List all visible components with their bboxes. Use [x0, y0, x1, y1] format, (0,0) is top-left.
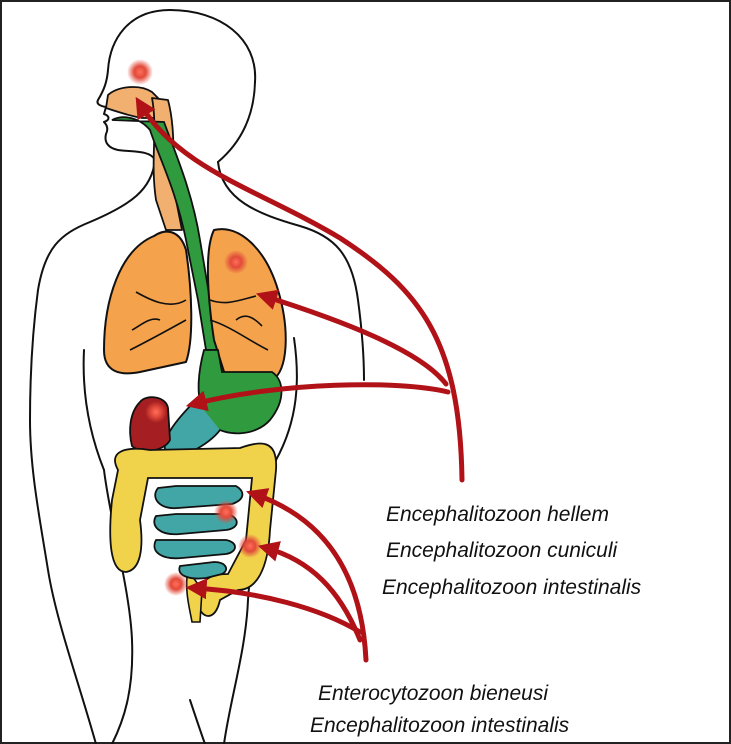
- infection-spot-liver: [145, 401, 167, 423]
- label-upper-1: Encephalitozoon hellem: [386, 504, 609, 525]
- infection-spot-colon: [238, 534, 262, 558]
- infection-spot-small-intestine: [214, 500, 238, 524]
- small-intestine: [154, 486, 242, 579]
- infection-spot-lung: [224, 250, 248, 274]
- infection-spot-rectum: [164, 572, 188, 596]
- label-upper-3: Encephalitozoon intestinalis: [382, 577, 641, 598]
- label-upper-2: Encephalitozoon cuniculi: [386, 540, 617, 561]
- body-outline: [30, 10, 364, 744]
- infection-spot-sinus: [127, 59, 153, 85]
- label-lower-1: Enterocytozoon bieneusi: [318, 683, 548, 704]
- label-lower-2: Encephalitozoon intestinalis: [310, 715, 569, 736]
